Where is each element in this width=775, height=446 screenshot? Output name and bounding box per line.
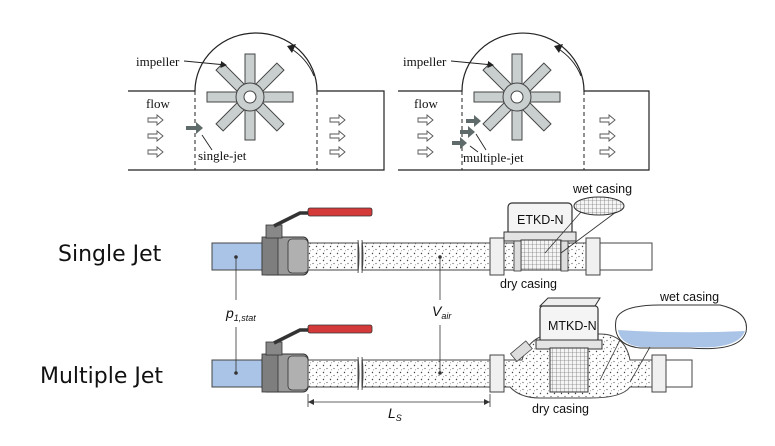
ball-valve-icon: [261, 207, 373, 276]
multiple-jet-pipe-assembly: MTKD-N wet casing dry casing: [211, 290, 747, 416]
dry-casing-label: dry casing: [500, 277, 557, 291]
wet-casing-callout: [573, 196, 625, 216]
impeller-icon: [206, 53, 294, 141]
wet-casing-label: wet casing: [572, 182, 632, 196]
single-jet-row-label: Single Jet: [58, 242, 162, 267]
impeller-label: impeller: [403, 54, 447, 69]
flow-label: flow: [414, 96, 438, 111]
meter-label: ETKD-N: [517, 213, 564, 227]
dry-casing-label: dry casing: [532, 402, 589, 416]
multiple-jet-row-label: Multiple Jet: [40, 364, 164, 389]
single-jet-label: single-jet: [198, 148, 247, 163]
mtkd-n-meter: MTKD-N: [535, 297, 603, 393]
flow-arrows-icon: [417, 114, 616, 158]
impeller-icon: [473, 53, 561, 141]
jet-arrow-icon: [186, 122, 203, 134]
length-symbol: LS: [388, 405, 402, 423]
impeller-label: impeller: [136, 54, 180, 69]
multiple-jet-arrows-icon: [452, 115, 481, 149]
pressure-symbol: p1,stat: [225, 305, 256, 323]
single-jet-pipe-assembly: ETKD-N wet casing dry casing: [211, 182, 653, 291]
multiple-jet-schematic: impeller flow multiple-jet: [398, 32, 650, 171]
flow-arrows-icon: [147, 114, 346, 158]
multiple-jet-label: multiple-jet: [463, 150, 524, 165]
etkd-n-meter: ETKD-N: [503, 202, 577, 272]
valve-handle: [307, 324, 373, 334]
single-jet-schematic: impeller flow single-jet: [128, 32, 385, 171]
flow-label: flow: [146, 96, 170, 111]
wet-casing-label: wet casing: [659, 290, 719, 304]
symbol-annotations: p1,stat Vair LS: [225, 255, 491, 423]
wet-casing-callout: [599, 304, 747, 383]
valve-handle: [307, 207, 373, 217]
ball-valve-icon: [261, 324, 373, 393]
meter-label: MTKD-N: [548, 319, 597, 333]
air-volume-symbol: Vair: [432, 303, 452, 321]
